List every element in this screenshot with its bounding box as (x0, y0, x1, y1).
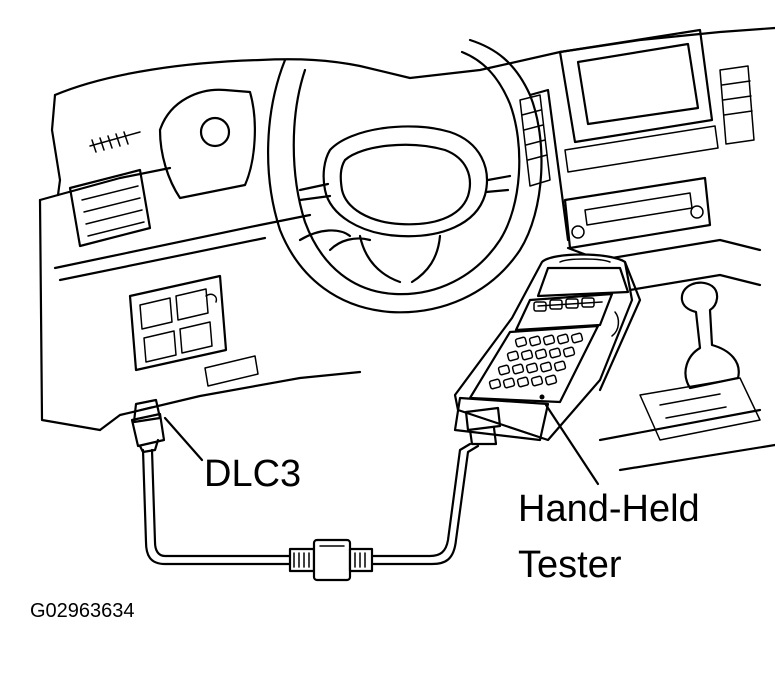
left-air-vent (68, 168, 152, 248)
figure-code: G02963634 (30, 600, 135, 622)
tester-label-line1: Hand-Held (518, 488, 700, 530)
instrument-cluster (89, 88, 256, 200)
tester-cable (130, 398, 480, 582)
tester-screen (514, 292, 614, 332)
inline-connector (288, 538, 374, 582)
dlc3-leader-line (163, 416, 204, 462)
dashboard (38, 26, 775, 432)
switch-panel (128, 274, 228, 372)
dlc3-plug (130, 398, 166, 454)
tester-label-line2: Tester (518, 544, 622, 586)
tester-keypad (468, 324, 600, 404)
tester-function-keys (533, 297, 595, 312)
shift-lever (639, 281, 761, 441)
dlc3-label: DLC3 (204, 453, 301, 495)
tester-leader-line (544, 403, 600, 486)
steering-wheel (267, 38, 543, 314)
hand-held-tester (453, 253, 642, 446)
